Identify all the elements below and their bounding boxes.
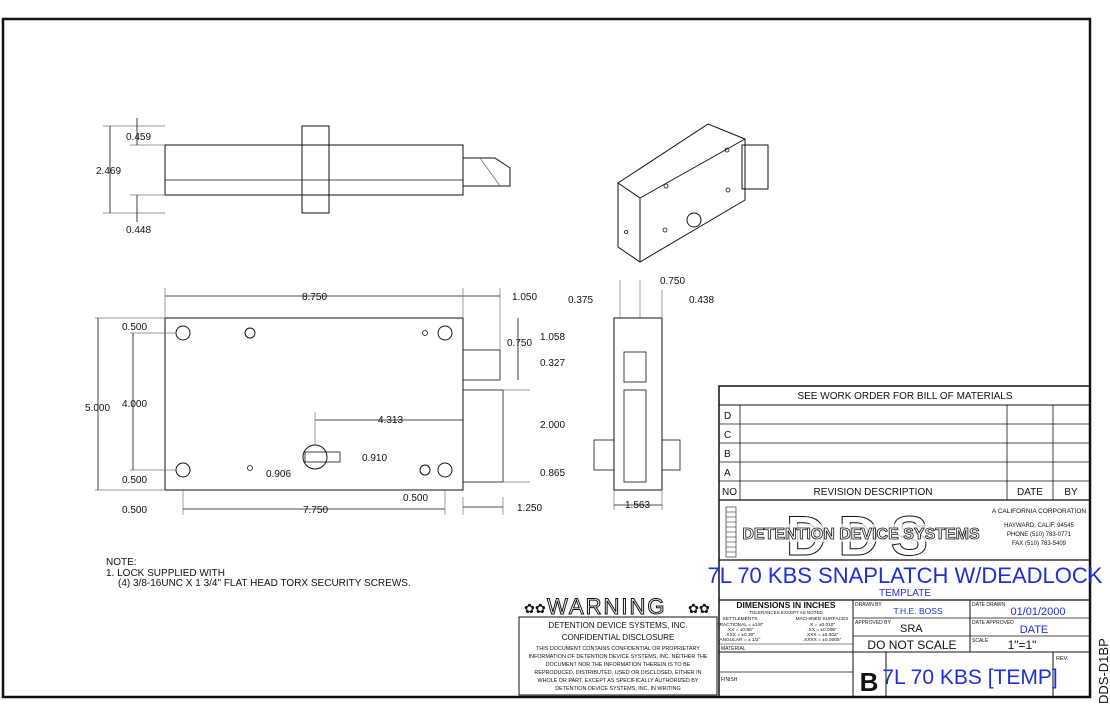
rev-header-by: BY <box>1064 487 1078 498</box>
warning-block: ✿✿ WARNING ✿✿ DETENTION DEVICE SYSTEMS, … <box>518 594 718 696</box>
rev-header-no: NO <box>722 487 737 498</box>
company-info-3: PHONE (510) 783-0771 <box>1007 532 1072 538</box>
dim-0750: 0.750 <box>507 338 532 349</box>
drawing-number: 7L 70 KBS [TEMP] <box>882 666 1057 689</box>
dim-height: 5.000 <box>85 403 110 414</box>
isometric-view <box>617 123 769 263</box>
warning-body-6: DETENTION DEVICE SYSTEMS, INC. IN WRITIN… <box>555 686 681 692</box>
dim-0327: 0.327 <box>540 358 565 369</box>
warning-body-5: WHOLE OR PART, EXCEPT AS SPECIFICALLY AU… <box>538 678 699 684</box>
dim-0865: 0.865 <box>540 468 565 479</box>
date-drawn-label: DATE DRAWN <box>972 602 1005 608</box>
dim-hole-span: 7.750 <box>303 505 328 516</box>
note-line-2: (4) 3/8-16UNC X 1 3/4" FLAT HEAD TORX SE… <box>118 578 411 589</box>
do-not-scale: DO NOT SCALE <box>867 638 956 652</box>
date-drawn: 01/01/2000 <box>1010 606 1065 618</box>
warning-right-icons: ✿✿ <box>688 601 710 616</box>
dim-inner: 4.000 <box>122 399 147 410</box>
dim-end-a: 0.375 <box>568 295 593 306</box>
side-view: 0.459 2.469 0.448 <box>96 118 511 236</box>
finish-label: FINISH <box>721 677 738 683</box>
dim-end-b: 0.750 <box>660 276 685 287</box>
warning-body-4: REPRODUCED, DISTRIBUTED, USED OR DISCLOS… <box>534 670 701 676</box>
tol-right-2: .XX = ±0.005" <box>807 627 837 633</box>
date-approved: DATE <box>1020 624 1049 636</box>
note-title: NOTE: <box>106 557 137 568</box>
drawn-by-label: DRAWN BY <box>855 602 882 608</box>
warning-company: DETENTION DEVICE SYSTEMS, INC. <box>548 621 687 630</box>
company-name: DETENTION DEVICE SYSTEMS <box>742 526 980 543</box>
tol-left-3: .XXX = ±0.30" <box>725 632 755 638</box>
notes: NOTE: 1. LOCK SUPPLIED WITH (4) 3/8-16UN… <box>106 557 411 589</box>
dim-width: 8.750 <box>302 292 327 303</box>
dimensions-label: DIMENSIONS IN INCHES <box>736 600 836 610</box>
warning-body-1: THIS DOCUMENT CONTAINS CONFIDENTIAL OR P… <box>536 646 700 652</box>
tolerances-label: TOLERANCES EXCEPT AS NOTED <box>749 610 823 615</box>
tol-left-2: .XX = ±0.60" <box>727 627 754 633</box>
dim-2000: 2.000 <box>540 420 565 431</box>
rev-label: REV. <box>1056 656 1069 662</box>
warning-body-3: DOCUMENT NOR THE INFORMATION THEREIN IS … <box>546 662 691 668</box>
tol-left-0: SETTLEMENTS <box>723 616 758 622</box>
sheet-border <box>1 17 1092 699</box>
dim-bolt-ext: 1.250 <box>517 503 542 514</box>
date-approved-label: DATE APPROVED <box>972 620 1014 626</box>
dim-1058: 1.058 <box>540 332 565 343</box>
dim-left: 0.500 <box>122 505 147 516</box>
end-view: 0.375 0.750 0.438 1.563 <box>568 276 714 511</box>
rev-row-c: C <box>724 430 731 441</box>
tol-left-4: ANGULAR = ± 1/2° <box>719 637 760 643</box>
tol-left-1: FRACTIONAL = ±1/8" <box>717 622 764 628</box>
tol-right-4: .XXXX = ±0.0005" <box>803 637 842 643</box>
approved-by-label: APPROVED BY <box>855 620 892 626</box>
company-info-1: A CALIFORNIA CORPORATION <box>992 508 1086 515</box>
rev-row-a: A <box>724 468 731 479</box>
approved-by: SRA <box>900 623 923 635</box>
dim-end-d: 1.563 <box>625 500 650 511</box>
tol-right-3: .XXX = ±0.002" <box>806 632 839 638</box>
dim-side-bottom: 0.448 <box>126 225 151 236</box>
dim-bottom: 0.500 <box>122 475 147 486</box>
sheet-code: DDS-D1BP <box>1096 638 1110 704</box>
material-label: MATERIAL <box>721 646 746 652</box>
dim-right-offset: 1.050 <box>512 292 537 303</box>
tol-right-0: MACHINED SURFACES <box>796 616 849 622</box>
dim-end-c: 0.438 <box>689 295 714 306</box>
warning-body-2: INFORMATION OF DETENTION DEVICE SYSTEMS,… <box>529 654 708 660</box>
rev-row-b: B <box>724 449 731 460</box>
dim-side-height: 2.469 <box>96 166 121 177</box>
dim-cam-x: 4.313 <box>378 415 403 426</box>
tol-right-1: .X = ±0.010" <box>809 622 836 628</box>
scale-value: 1"=1" <box>1008 638 1037 652</box>
dim-cam-small: 0.906 <box>266 469 291 480</box>
dim-side-top: 0.459 <box>126 132 151 143</box>
warning-heading: CONFIDENTIAL DISCLOSURE <box>562 633 675 642</box>
dim-top: 0.500 <box>122 322 147 333</box>
dim-bolt-gap: 0.500 <box>403 493 428 504</box>
rev-header-date: DATE <box>1017 487 1043 498</box>
company-info-4: FAX (510) 783-5409 <box>1012 541 1067 547</box>
company-info-2: HAYWARD, CALIF. 94545 <box>1004 523 1074 529</box>
drawing-subtitle: TEMPLATE <box>879 588 931 599</box>
rev-row-d: D <box>724 411 731 422</box>
title-block: SEE WORK ORDER FOR BILL OF MATERIALS D C… <box>708 385 1103 698</box>
note-line-1: 1. LOCK SUPPLIED WITH <box>106 568 225 579</box>
drawn-by: T.H.E. BOSS <box>893 606 942 616</box>
front-view: 8.750 1.050 0.500 5.000 4.000 0.500 0.50… <box>85 288 565 516</box>
warning-title: WARNING <box>547 594 667 619</box>
warning-left-icons: ✿✿ <box>524 601 546 616</box>
drawing-title: 7L 70 KBS SNAPLATCH W/DEADLOCK <box>708 563 1103 588</box>
rev-header-desc: REVISION DESCRIPTION <box>814 487 933 498</box>
scale-label: SCALE <box>972 638 989 644</box>
sheet-size: B <box>860 667 879 697</box>
bom-note: SEE WORK ORDER FOR BILL OF MATERIALS <box>797 391 1012 402</box>
dim-cam-y: 0.910 <box>362 453 387 464</box>
company-logo: DDS DETENTION DEVICE SYSTEMS <box>725 504 980 568</box>
